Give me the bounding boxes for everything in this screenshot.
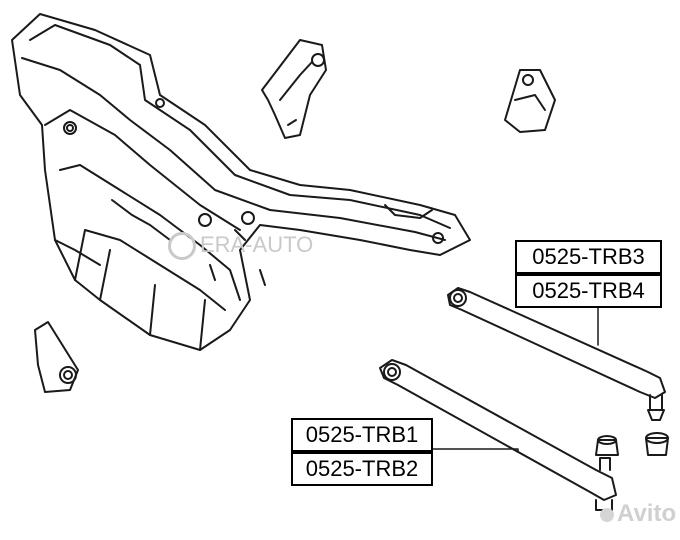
part-label-trb2: 0525-TRB2 — [291, 452, 433, 486]
brand-watermark: ERA-AUTO — [168, 232, 314, 261]
avito-watermark-text: Avito — [617, 500, 677, 527]
avito-watermark: Avito — [600, 500, 676, 528]
part-label-trb1-text: 0525-TRB1 — [305, 422, 419, 447]
avito-logo-icon — [600, 507, 614, 522]
bushing-parts — [595, 432, 669, 456]
brand-logo-icon — [168, 232, 196, 261]
brand-watermark-text: ERA-AUTO — [200, 232, 314, 257]
part-label-trb1: 0525-TRB1 — [291, 418, 433, 452]
part-label-trb3: 0525-TRB3 — [515, 240, 662, 274]
upper-arm-drawing — [447, 287, 666, 421]
leader-lines — [431, 306, 599, 453]
left-bracket-drawing — [34, 321, 79, 393]
upper-bracket-drawing — [261, 39, 327, 139]
part-label-trb4-text: 0525-TRB4 — [532, 278, 645, 303]
part-label-trb3-text: 0525-TRB3 — [532, 244, 645, 269]
subframe-drawing — [11, 13, 471, 351]
part-label-trb2-text: 0525-TRB2 — [305, 456, 419, 481]
part-label-trb4: 0525-TRB4 — [515, 274, 662, 308]
right-bracket-drawing — [504, 69, 556, 133]
